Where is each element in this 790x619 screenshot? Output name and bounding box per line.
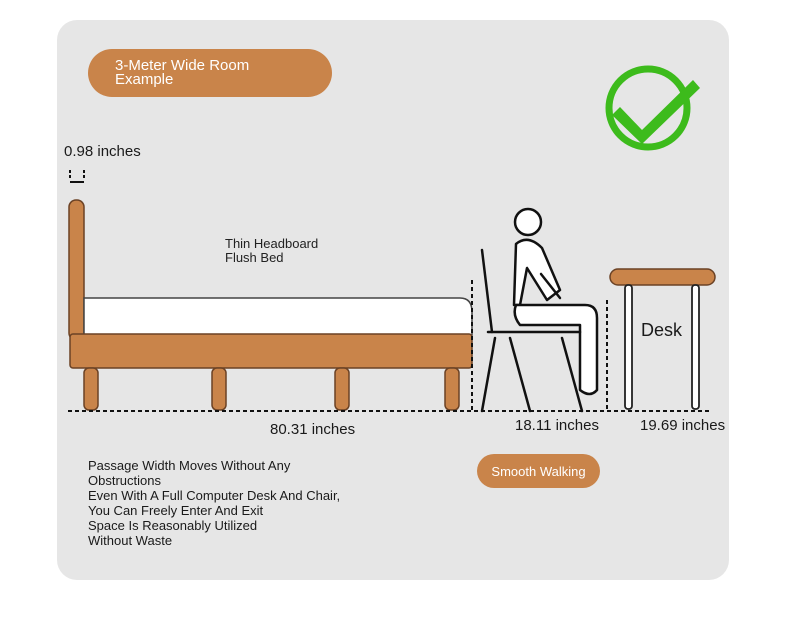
bed-caption-line1: Thin Headboard [225, 236, 319, 251]
smooth-walking-badge: Smooth Walking [477, 454, 600, 488]
description-line: Without Waste [88, 533, 173, 548]
desk [609, 268, 716, 410]
room-title-badge: 3-Meter Wide Room Example [88, 49, 332, 97]
bed-caption-line2: Flush Bed [225, 250, 284, 265]
smooth-walking-label: Smooth Walking [491, 464, 586, 479]
bed-caption: Thin Headboard Flush Bed [225, 237, 318, 265]
chair-gap-label: 18.11 inches [515, 417, 599, 434]
seated-person-icon [512, 207, 599, 396]
desk-width-label: 19.69 inches [640, 417, 726, 434]
description-line: You Can Freely Enter And Exit [88, 503, 264, 518]
headboard-thickness-marker [69, 170, 85, 183]
description-line: Obstructions [88, 473, 161, 488]
room-title-line2: Example [115, 71, 174, 88]
description-line: Even With A Full Computer Desk And Chair… [88, 488, 341, 503]
bed-length-label: 80.31 inches [270, 421, 356, 438]
chair-icon [480, 248, 584, 413]
description-text: Passage Width Moves Without Any Obstruct… [88, 458, 340, 548]
description-line: Space Is Reasonably Utilized [88, 518, 258, 533]
headboard-thickness-label: 0.98 inches [64, 143, 141, 160]
desk-label: Desk [641, 320, 683, 340]
check-circle-icon [605, 65, 700, 151]
dimension-lines [68, 280, 712, 412]
room-title-line1: 3-Meter Wide Room [115, 57, 250, 74]
bed [68, 199, 473, 411]
description-line: Passage Width Moves Without Any [88, 458, 291, 473]
